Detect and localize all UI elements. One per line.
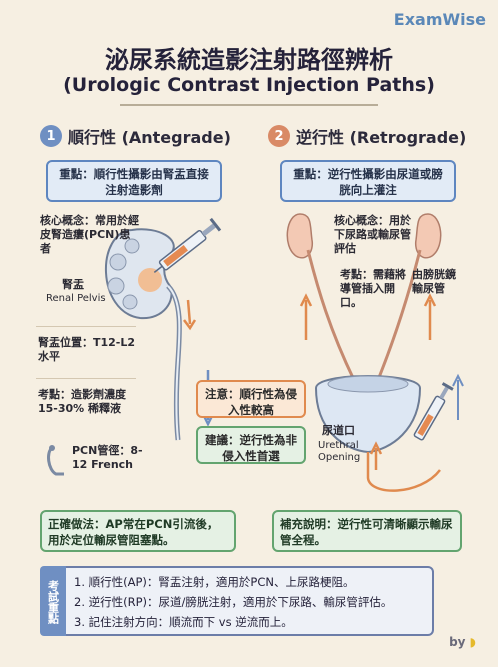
retrograde-exam-point: 考點：需藉將導管插入開口。 bbox=[340, 268, 406, 309]
title-divider bbox=[120, 104, 378, 106]
antegrade-concept-label: 核心概念：常用於經皮腎造瘻(PCN)患者 bbox=[40, 214, 139, 255]
summary-item-3: 3. 記住注射方向：順流而下 vs 逆流而上。 bbox=[74, 615, 293, 629]
retrograde-supplement: 補充說明：逆行性可清晰顯示輸尿管全程。 bbox=[272, 510, 462, 552]
antegrade-number-badge: 1 bbox=[40, 125, 62, 147]
cystoscope-note: 由膀胱鏡輸尿管 bbox=[412, 268, 456, 295]
antegrade-heading-text: 順行性 (Antegrade) bbox=[68, 128, 231, 147]
summary-item-2: 2. 逆行性(RP)：尿道/膀胱注射，適用於下尿路、輸尿管評估。 bbox=[74, 595, 393, 609]
invasive-note: 注意：順行性為侵入性較高 bbox=[196, 380, 306, 418]
retrograde-heading-text: 逆行性 (Retrograde) bbox=[296, 128, 467, 147]
page-subtitle: (Urologic Contrast Injection Paths) bbox=[63, 74, 435, 96]
urethral-opening-en: Urethral Opening bbox=[318, 440, 361, 463]
renal-pelvis-en: Renal Pelvis bbox=[46, 293, 106, 304]
retrograde-number-badge: 2 bbox=[268, 125, 290, 147]
retrograde-concept-label: 核心概念：用於下尿路或輸尿管評估 bbox=[334, 214, 411, 255]
antegrade-heading: 1 順行性 (Antegrade) bbox=[40, 124, 231, 148]
page-title: 泌尿系統造影注射路徑辨析 bbox=[105, 46, 393, 74]
exam-summary-label: 考試重點 bbox=[40, 566, 66, 636]
retrograde-syringe-icon bbox=[413, 382, 454, 441]
byline: by ◗ bbox=[449, 635, 476, 649]
renal-pelvis-highlight bbox=[138, 268, 162, 292]
summary-item-1: 1. 順行性(AP)：腎盂注射，適用於PCN、上尿路梗阻。 bbox=[74, 575, 355, 589]
antegrade-correct-practice: 正確做法：AP常在PCN引流後，用於定位輸尿管阻塞點。 bbox=[40, 510, 236, 552]
pcn-tube-note: PCN管徑：8-12 French bbox=[72, 444, 143, 471]
exam-summary-label-text: 考試重點 bbox=[46, 580, 60, 624]
antegrade-key-point: 重點：順行性攝影由腎盂直接注射造影劑 bbox=[46, 160, 222, 202]
exam-summary-box bbox=[40, 566, 434, 636]
noninvasive-suggestion: 建議：逆行性為非侵入性首選 bbox=[196, 426, 306, 464]
retrograde-key-point: 重點：逆行性攝影由尿道或膀胱向上灌注 bbox=[280, 160, 456, 202]
syringe-icon bbox=[153, 217, 222, 273]
pelvis-level-note: 腎盂位置：T12-L2 水平 bbox=[38, 336, 136, 363]
banana-icon: ◗ bbox=[469, 635, 476, 649]
retrograde-heading: 2 逆行性 (Retrograde) bbox=[268, 124, 466, 148]
concentration-note: 考點：造影劑濃度 15-30% 稀釋液 bbox=[38, 388, 126, 415]
brand-logo-text: ExamWise bbox=[393, 10, 486, 29]
renal-pelvis-zh: 腎盂 bbox=[62, 278, 84, 291]
byline-text: by bbox=[449, 635, 466, 649]
urethral-opening-zh: 尿道口 bbox=[322, 424, 355, 437]
